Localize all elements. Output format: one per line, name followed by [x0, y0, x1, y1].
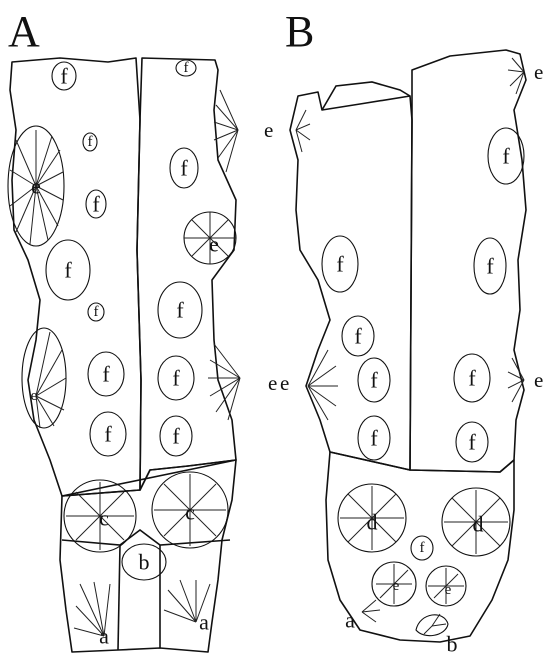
- label-a: a: [345, 608, 355, 633]
- label-f: f: [172, 424, 180, 449]
- side-label-e: e: [280, 371, 289, 395]
- label-f: f: [180, 156, 188, 181]
- specimen-a-left-column: [10, 58, 141, 496]
- specimen-a-right-column: [137, 58, 236, 490]
- label-d: d: [473, 512, 484, 537]
- label-e: e: [31, 388, 38, 404]
- side-label-e: e: [264, 118, 273, 142]
- label-e: e: [445, 582, 452, 598]
- label-f: f: [94, 304, 99, 320]
- corallite-e-a5: [208, 344, 240, 420]
- panel-label-a: A: [8, 7, 40, 56]
- label-a: a: [99, 624, 109, 649]
- label-f: f: [104, 422, 112, 447]
- label-f: f: [184, 60, 189, 76]
- corallite-e-b3: [296, 110, 310, 152]
- label-e: e: [31, 174, 41, 199]
- label-e: e: [393, 578, 400, 594]
- specimen-b-right-column: [410, 50, 526, 472]
- label-c: c: [99, 506, 109, 531]
- label-f: f: [468, 430, 476, 455]
- corallite-a-b: [362, 600, 380, 622]
- label-f: f: [102, 362, 110, 387]
- specimen-a-labels: f f f f f f f f f f f f e e e c c b a a …: [31, 60, 278, 649]
- label-b: b: [447, 632, 458, 657]
- label-f: f: [88, 134, 93, 150]
- label-f: f: [468, 366, 476, 391]
- side-label-e: e: [268, 371, 277, 395]
- label-f: f: [176, 298, 184, 323]
- label-f: f: [486, 254, 494, 279]
- label-f: f: [502, 144, 510, 169]
- label-e: e: [209, 232, 219, 257]
- side-label-e: e: [534, 368, 543, 392]
- label-c: c: [185, 500, 195, 525]
- label-f: f: [354, 324, 362, 349]
- specimen-b: [290, 50, 526, 642]
- label-f: f: [92, 192, 100, 217]
- label-f: f: [370, 368, 378, 393]
- label-f: f: [420, 540, 425, 556]
- label-f: f: [64, 258, 72, 283]
- label-f: f: [172, 366, 180, 391]
- panel-label-b: B: [285, 7, 314, 56]
- label-f: f: [336, 252, 344, 277]
- label-d: d: [367, 510, 378, 535]
- label-a: a: [199, 610, 209, 635]
- specimen-b-left-column: [290, 92, 412, 470]
- side-label-e: e: [534, 60, 543, 84]
- label-f: f: [370, 426, 378, 451]
- specimen-a: [8, 58, 240, 652]
- label-b: b: [139, 550, 150, 575]
- label-f: f: [60, 64, 68, 89]
- corallite-b-b: [416, 614, 448, 636]
- corallite-e-b4: [308, 350, 338, 420]
